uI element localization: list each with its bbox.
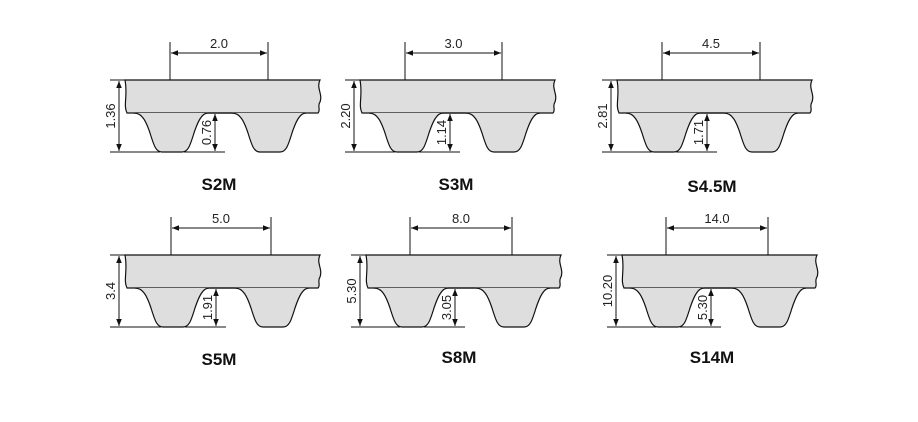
tooth-height-label: 1.71	[691, 120, 706, 145]
profile-name: S5M	[202, 350, 237, 369]
belt-teeth-fill	[362, 113, 553, 152]
pitch-label: 3.0	[444, 36, 462, 51]
belt-teeth-fill	[127, 113, 318, 152]
total-height-label: 1.36	[103, 103, 118, 128]
tooth-height-label: 1.14	[434, 120, 449, 145]
belt-teeth-outline	[368, 112, 541, 153]
tooth-height-label: 5.30	[695, 295, 710, 320]
pitch-label: 8.0	[452, 211, 470, 226]
profile-name: S2M	[202, 175, 237, 194]
belt-teeth-outline	[134, 287, 310, 328]
belt-body	[616, 79, 814, 114]
total-height-label: 2.81	[595, 103, 610, 128]
total-height-label: 2.20	[338, 103, 353, 128]
total-height-label: 5.30	[344, 278, 359, 303]
belt-body	[124, 254, 322, 289]
belt-teeth-outline	[625, 112, 799, 153]
belt-teeth-fill	[619, 113, 810, 152]
profile-name: S14M	[690, 348, 734, 367]
pitch-label: 2.0	[210, 36, 228, 51]
tooth-height-label: 0.76	[199, 120, 214, 145]
belt-body	[124, 79, 322, 114]
belt-body	[365, 254, 563, 289]
pitch-label: 4.5	[702, 36, 720, 51]
belt-teeth-outline	[373, 287, 551, 328]
pitch-label: 5.0	[212, 211, 230, 226]
belt-body	[359, 79, 557, 114]
belt-teeth-outline	[629, 287, 807, 328]
belt-teeth-fill	[624, 288, 815, 327]
belt-body	[621, 254, 819, 289]
tooth-height-label: 3.05	[439, 295, 454, 320]
profile-name: S8M	[442, 348, 477, 367]
pitch-label: 14.0	[704, 211, 729, 226]
tooth-height-label: 1.91	[200, 295, 215, 320]
total-height-label: 10.20	[600, 275, 615, 308]
belt-teeth-fill	[127, 288, 318, 327]
belt-teeth-fill	[368, 288, 559, 327]
total-height-label: 3.4	[103, 282, 118, 300]
profile-name: S4.5M	[687, 177, 736, 196]
belt-teeth-outline	[133, 112, 307, 153]
profile-name: S3M	[439, 175, 474, 194]
